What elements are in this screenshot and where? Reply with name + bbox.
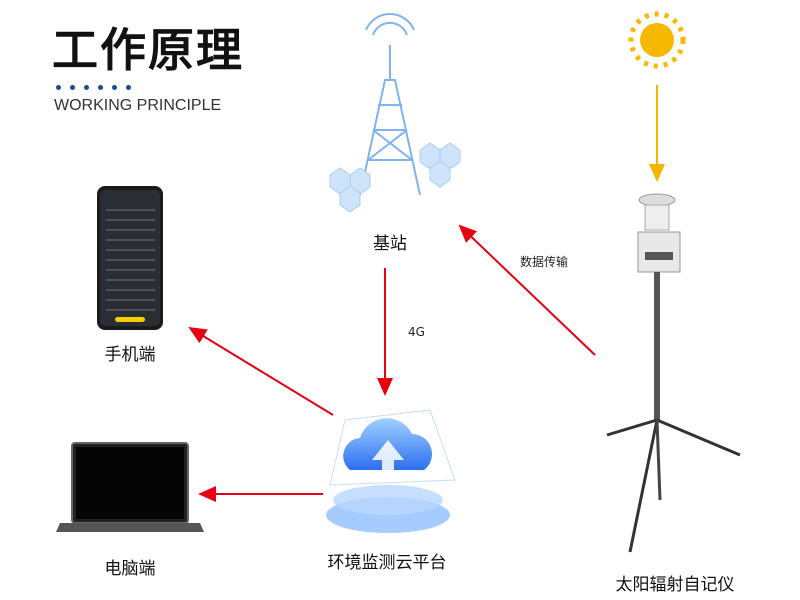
cloud-label: 环境监测云平台 (327, 553, 447, 573)
base-station-tower-icon (329, 13, 461, 213)
phone-label: 手机端 (104, 345, 156, 365)
network-label: 4G (408, 325, 425, 339)
cloud-platform-icon (326, 409, 456, 533)
arrow-cloud-to-phone (188, 326, 334, 416)
laptop-image (56, 442, 204, 532)
mobile-phone-image (97, 186, 163, 330)
page-title: 工作原理 (52, 23, 244, 77)
data-transfer-label: 数据传输 (520, 255, 569, 269)
title-dots (56, 85, 131, 90)
solar-radiation-recorder-image (606, 193, 741, 553)
pc-label: 电脑端 (104, 559, 156, 579)
sun-icon (628, 11, 686, 69)
instrument-label: 太阳辐射自记仪 (615, 575, 735, 595)
arrow-instrument-to-base (458, 224, 596, 356)
base-station-label: 基站 (373, 234, 407, 254)
page-subtitle: WORKING PRINCIPLE (54, 97, 222, 114)
